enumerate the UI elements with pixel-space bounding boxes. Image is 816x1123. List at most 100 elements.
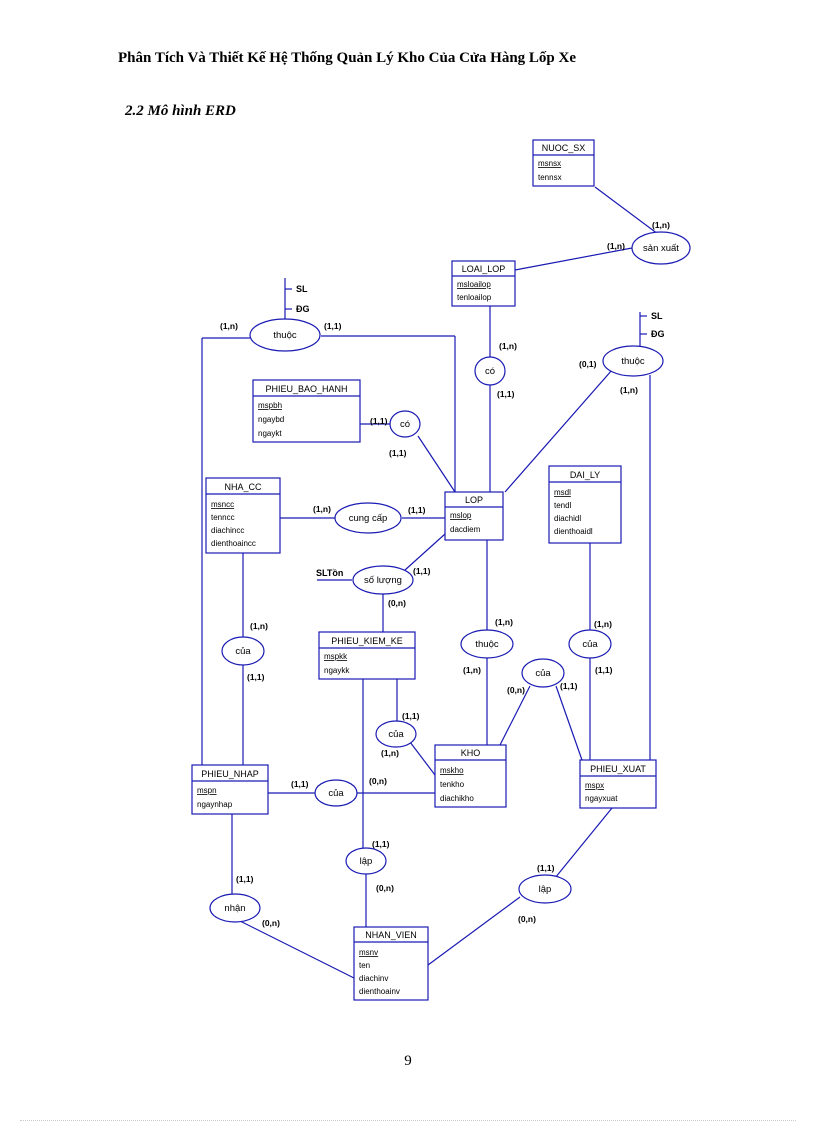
entity-attr: diachinv xyxy=(359,974,388,983)
cardinality: (0,n) xyxy=(376,883,394,893)
entity-phieu-bao-hanh: PHIEU_BAO_HANH mspbh ngaybd ngaykt xyxy=(252,379,361,443)
entity-name: DAI_LY xyxy=(570,470,600,480)
page-bottom-divider xyxy=(20,1120,796,1121)
entity-attr: mspn xyxy=(197,786,217,795)
attr-label-dg: ĐG xyxy=(651,329,665,339)
cardinality: (1,1) xyxy=(560,681,578,691)
svg-text:có: có xyxy=(400,419,410,430)
section-title: 2.2 Mô hình ERD xyxy=(125,103,236,119)
svg-text:thuộc: thuộc xyxy=(475,639,498,650)
entity-phieu-xuat: PHIEU_XUAT mspx ngayxuat xyxy=(579,759,657,809)
cardinality-labels: (1,n) (1,n) (1,n) (1,1) (1,n) (1,1) (0,1… xyxy=(220,220,670,928)
entity-attr: ngaykt xyxy=(258,429,282,438)
relationship-co-loai: có xyxy=(474,356,506,386)
entity-name: PHIEU_KIEM_KE xyxy=(331,636,403,646)
svg-text:số lượng: số lượng xyxy=(364,575,402,586)
entity-name: KHO xyxy=(461,748,481,758)
relationship-cua-ncc: của xyxy=(221,636,265,666)
cardinality: (0,n) xyxy=(518,914,536,924)
entity-dai-ly: DAI_LY msdl tendl diachidl dienthoaidl xyxy=(548,465,622,544)
entity-attr: tenkho xyxy=(440,780,465,789)
relationship-cua-kiemke: của xyxy=(375,720,417,748)
entity-attr: tenncc xyxy=(211,513,235,522)
svg-text:có: có xyxy=(485,366,495,377)
svg-text:nhận: nhận xyxy=(224,903,245,914)
entity-attr: dienthoainv xyxy=(359,987,400,996)
svg-text:lập: lập xyxy=(539,884,552,895)
relationship-thuoc-nhap: thuộc xyxy=(249,318,321,352)
relationship-co-bao-hanh: có xyxy=(389,410,421,438)
relationship-so-luong: số lượng xyxy=(352,565,414,595)
svg-text:của: của xyxy=(328,788,344,799)
entity-name: NHA_CC xyxy=(224,482,262,492)
entity-kho: KHO mskho tenkho diachikho xyxy=(434,744,507,808)
cardinality: (1,1) xyxy=(372,839,390,849)
cardinality: (1,n) xyxy=(250,621,268,631)
cardinality: (1,1) xyxy=(389,448,407,458)
cardinality: (1,n) xyxy=(220,321,238,331)
cardinality: (1,n) xyxy=(499,341,517,351)
cardinality: (1,1) xyxy=(537,863,555,873)
entity-name: LOP xyxy=(465,495,483,505)
relationship-san-xuat: sản xuất xyxy=(631,231,691,265)
entity-attr: ngaybd xyxy=(258,415,284,424)
svg-text:thuộc: thuộc xyxy=(273,330,296,341)
relationship-nhan: nhận xyxy=(209,893,261,923)
entity-attr: mspkk xyxy=(324,652,348,661)
entity-phieu-kiem-ke: PHIEU_KIEM_KE mspkk ngaykk xyxy=(318,631,416,680)
entity-attr: mskho xyxy=(440,766,464,775)
entity-attr: dienthoaincc xyxy=(211,539,256,548)
entity-attr: msncc xyxy=(211,500,234,509)
relationship-cua-daily: của xyxy=(568,629,612,659)
entity-attr: diachincc xyxy=(211,526,244,535)
cardinality: (1,n) xyxy=(495,617,513,627)
entity-loai-lop: LOAI_LOP msloailop tenloailop xyxy=(451,260,516,307)
page-number: 9 xyxy=(404,1053,412,1069)
cardinality: (1,1) xyxy=(370,416,388,426)
entity-attr: dienthoaidl xyxy=(554,527,593,536)
attr-label-dg: ĐG xyxy=(296,304,310,314)
cardinality: (1,1) xyxy=(236,874,254,884)
entity-attr: ngayxuat xyxy=(585,794,618,803)
entity-attr: ngaynhap xyxy=(197,800,233,809)
cardinality: (0,n) xyxy=(262,918,280,928)
svg-text:lập: lập xyxy=(360,856,373,867)
relationship-cung-cap: cung cấp xyxy=(334,502,402,534)
entity-attr: dacdiem xyxy=(450,525,481,534)
cardinality: (1,n) xyxy=(620,385,638,395)
entity-name: PHIEU_BAO_HANH xyxy=(265,384,347,394)
cardinality: (1,n) xyxy=(594,619,612,629)
cardinality: (0,n) xyxy=(388,598,406,608)
svg-text:của: của xyxy=(388,729,404,740)
entity-name: PHIEU_XUAT xyxy=(590,764,646,774)
cardinality: (0,n) xyxy=(507,685,525,695)
attribute-labels: SL ĐG SL ĐG SLTồn xyxy=(296,284,665,578)
cardinality: (0,1) xyxy=(579,359,597,369)
cardinality: (1,1) xyxy=(408,505,426,515)
cardinality: (1,1) xyxy=(413,566,431,576)
entity-attr: msloailop xyxy=(457,280,491,289)
cardinality: (1,1) xyxy=(497,389,515,399)
relationship-thuoc-xuat: thuộc xyxy=(602,345,664,377)
entity-name: NHAN_VIEN xyxy=(365,930,417,940)
entity-nuoc-sx: NUOC_SX msnsx tennsx xyxy=(532,139,595,187)
cardinality: (0,n) xyxy=(369,776,387,786)
entity-attr: tennsx xyxy=(538,173,562,182)
cardinality: (1,1) xyxy=(402,711,420,721)
cardinality: (1,n) xyxy=(652,220,670,230)
entity-lop: LOP mslop dacdiem xyxy=(444,491,504,541)
entity-attr: msnv xyxy=(359,948,378,957)
cardinality: (1,1) xyxy=(291,779,309,789)
relationship-lap-xuat: lập xyxy=(518,874,572,904)
entity-phieu-nhap: PHIEU_NHAP mspn ngaynhap xyxy=(191,764,269,815)
svg-text:của: của xyxy=(235,646,251,657)
entity-attr: mslop xyxy=(450,511,472,520)
entity-attr: tendl xyxy=(554,501,572,510)
entity-nha-cc: NHA_CC msncc tenncc diachincc dienthoain… xyxy=(205,477,281,554)
page-header: Phân Tích Và Thiết Kế Hệ Thống Quản Lý K… xyxy=(118,50,576,66)
cardinality: (1,1) xyxy=(247,672,265,682)
entity-attr: tenloailop xyxy=(457,293,492,302)
svg-text:của: của xyxy=(535,668,551,679)
cardinality: (1,n) xyxy=(607,241,625,251)
